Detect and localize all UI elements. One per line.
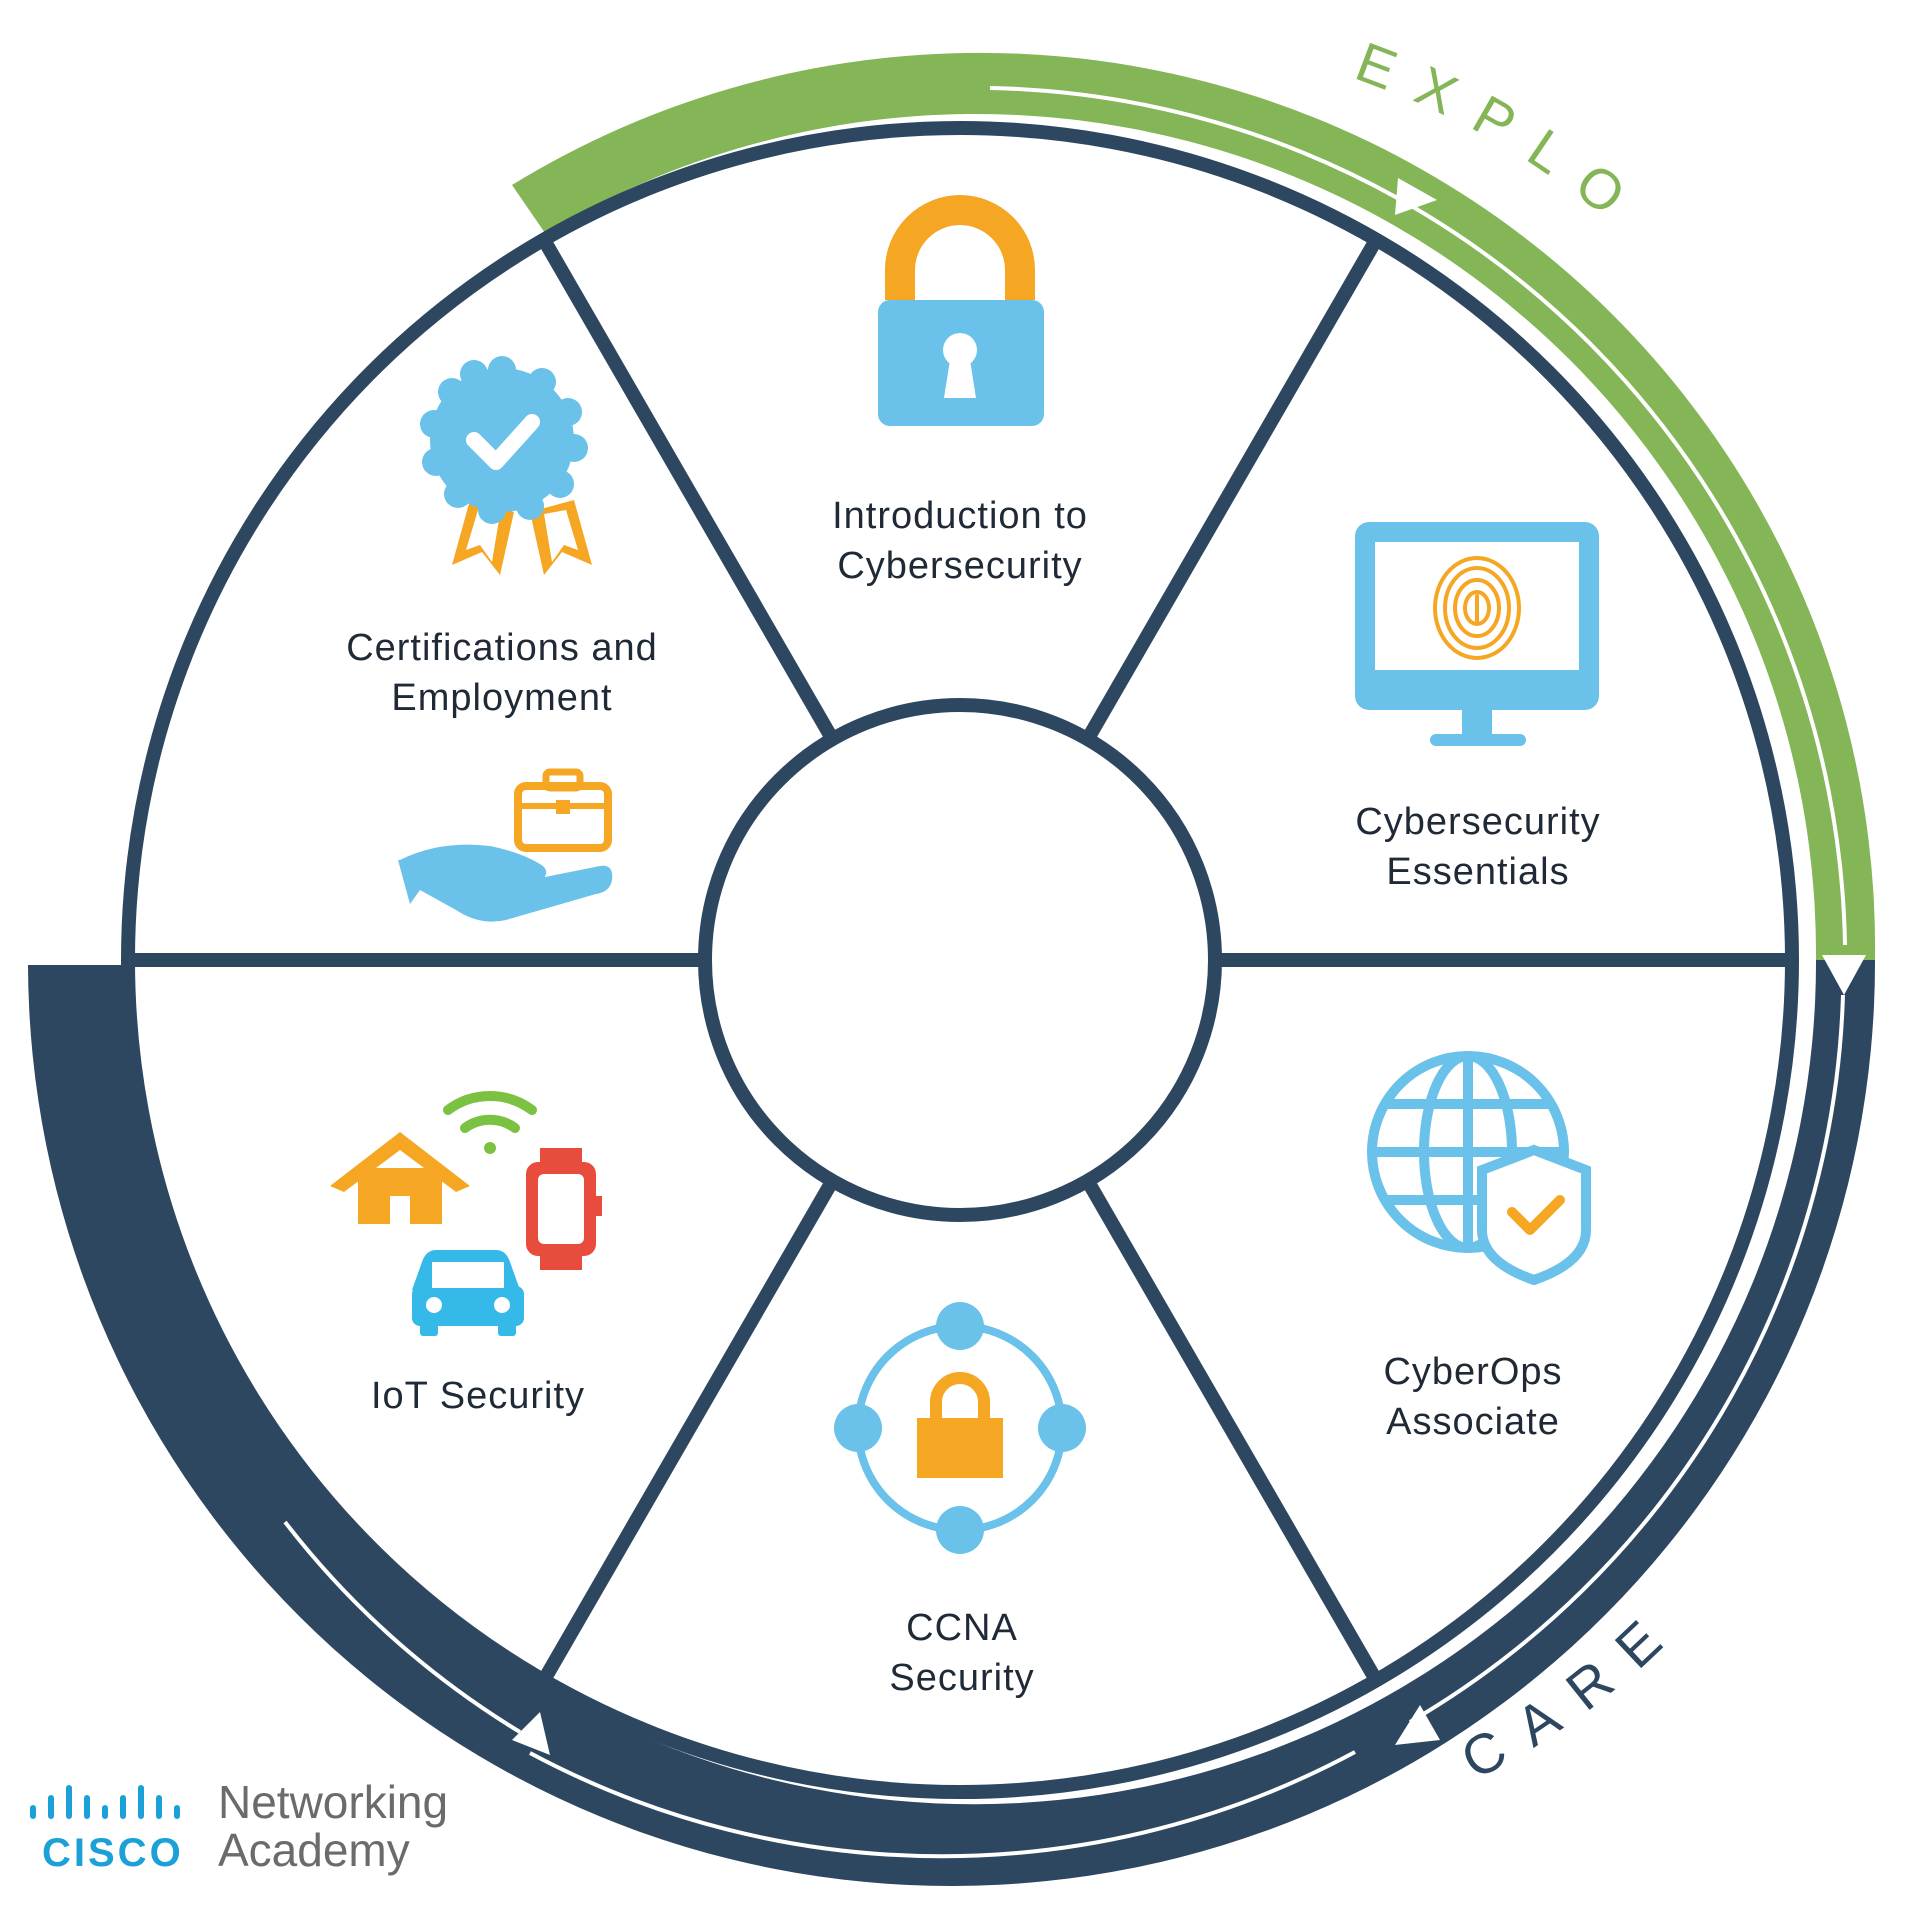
cisco-networking-academy-logo: CISCO Networking Academy: [30, 1776, 448, 1876]
spoke-bottom-left: [537, 1181, 837, 1684]
arrow-heads: [512, 178, 1866, 1755]
spoke-bottom-right: [1083, 1181, 1383, 1684]
globe-shield-icon: [1367, 1051, 1591, 1286]
intro-label-line1: Introduction to: [832, 495, 1088, 537]
center-hub: [698, 698, 1222, 1222]
arrow-head-bottom-right: [1395, 1705, 1440, 1745]
arrow-head-explore: [1395, 178, 1437, 215]
flow-arrows: [283, 86, 1847, 1859]
hand-briefcase-icon: [398, 768, 613, 922]
ccna-label-line1: CCNA: [906, 1607, 1018, 1649]
logo-line2: Academy: [218, 1824, 410, 1876]
car-icon: [412, 1250, 524, 1336]
arrow-head-right: [1822, 955, 1866, 995]
segment-cyberops: CyberOps Associate: [1367, 1051, 1591, 1443]
logo-line1: Networking: [218, 1776, 448, 1828]
iot-label: IoT Security: [371, 1375, 585, 1417]
essentials-label-line2: Essentials: [1386, 851, 1569, 893]
spoke-top-left: [537, 236, 837, 739]
career-flow-line-left: [283, 1520, 522, 1734]
cyberops-label-line1: CyberOps: [1383, 1351, 1562, 1393]
cyberops-label-line2: Associate: [1386, 1401, 1560, 1443]
explore-flow-line: [989, 86, 1847, 946]
segment-intro: Introduction to Cybersecurity: [832, 195, 1088, 587]
award-badge-icon: [420, 356, 592, 575]
wifi-icon: [443, 1091, 537, 1154]
smartwatch-icon: [526, 1148, 602, 1270]
certs-label-line2: Employment: [391, 677, 612, 719]
intro-label-line2: Cybersecurity: [837, 545, 1082, 587]
segment-ccna: CCNA Security: [834, 1302, 1086, 1699]
career-flow-line-bottom: [529, 1750, 1356, 1859]
padlock-icon: [878, 195, 1044, 426]
network-lock-icon: [834, 1302, 1086, 1554]
house-icon: [330, 1132, 470, 1224]
cisco-wordmark: CISCO: [42, 1831, 184, 1875]
monitor-fingerprint-icon: [1355, 522, 1599, 746]
certs-label-line1: Certifications and: [346, 627, 658, 669]
segment-iot: IoT Security: [330, 1091, 602, 1417]
cisco-bars-icon: [30, 1785, 180, 1819]
explore-arc: [512, 52, 1876, 961]
essentials-label-line1: Cybersecurity: [1355, 801, 1600, 843]
spokes: [128, 236, 1792, 1684]
segment-essentials: Cybersecurity Essentials: [1355, 522, 1600, 893]
spoke-top-right: [1083, 236, 1383, 739]
segment-certs: Certifications and Employment: [346, 356, 658, 922]
ccna-label-line2: Security: [889, 1657, 1034, 1699]
arrow-head-bottom-left: [512, 1712, 550, 1755]
career-flow-line-right: [1408, 994, 1845, 1724]
iot-devices-icon: [330, 1091, 602, 1336]
